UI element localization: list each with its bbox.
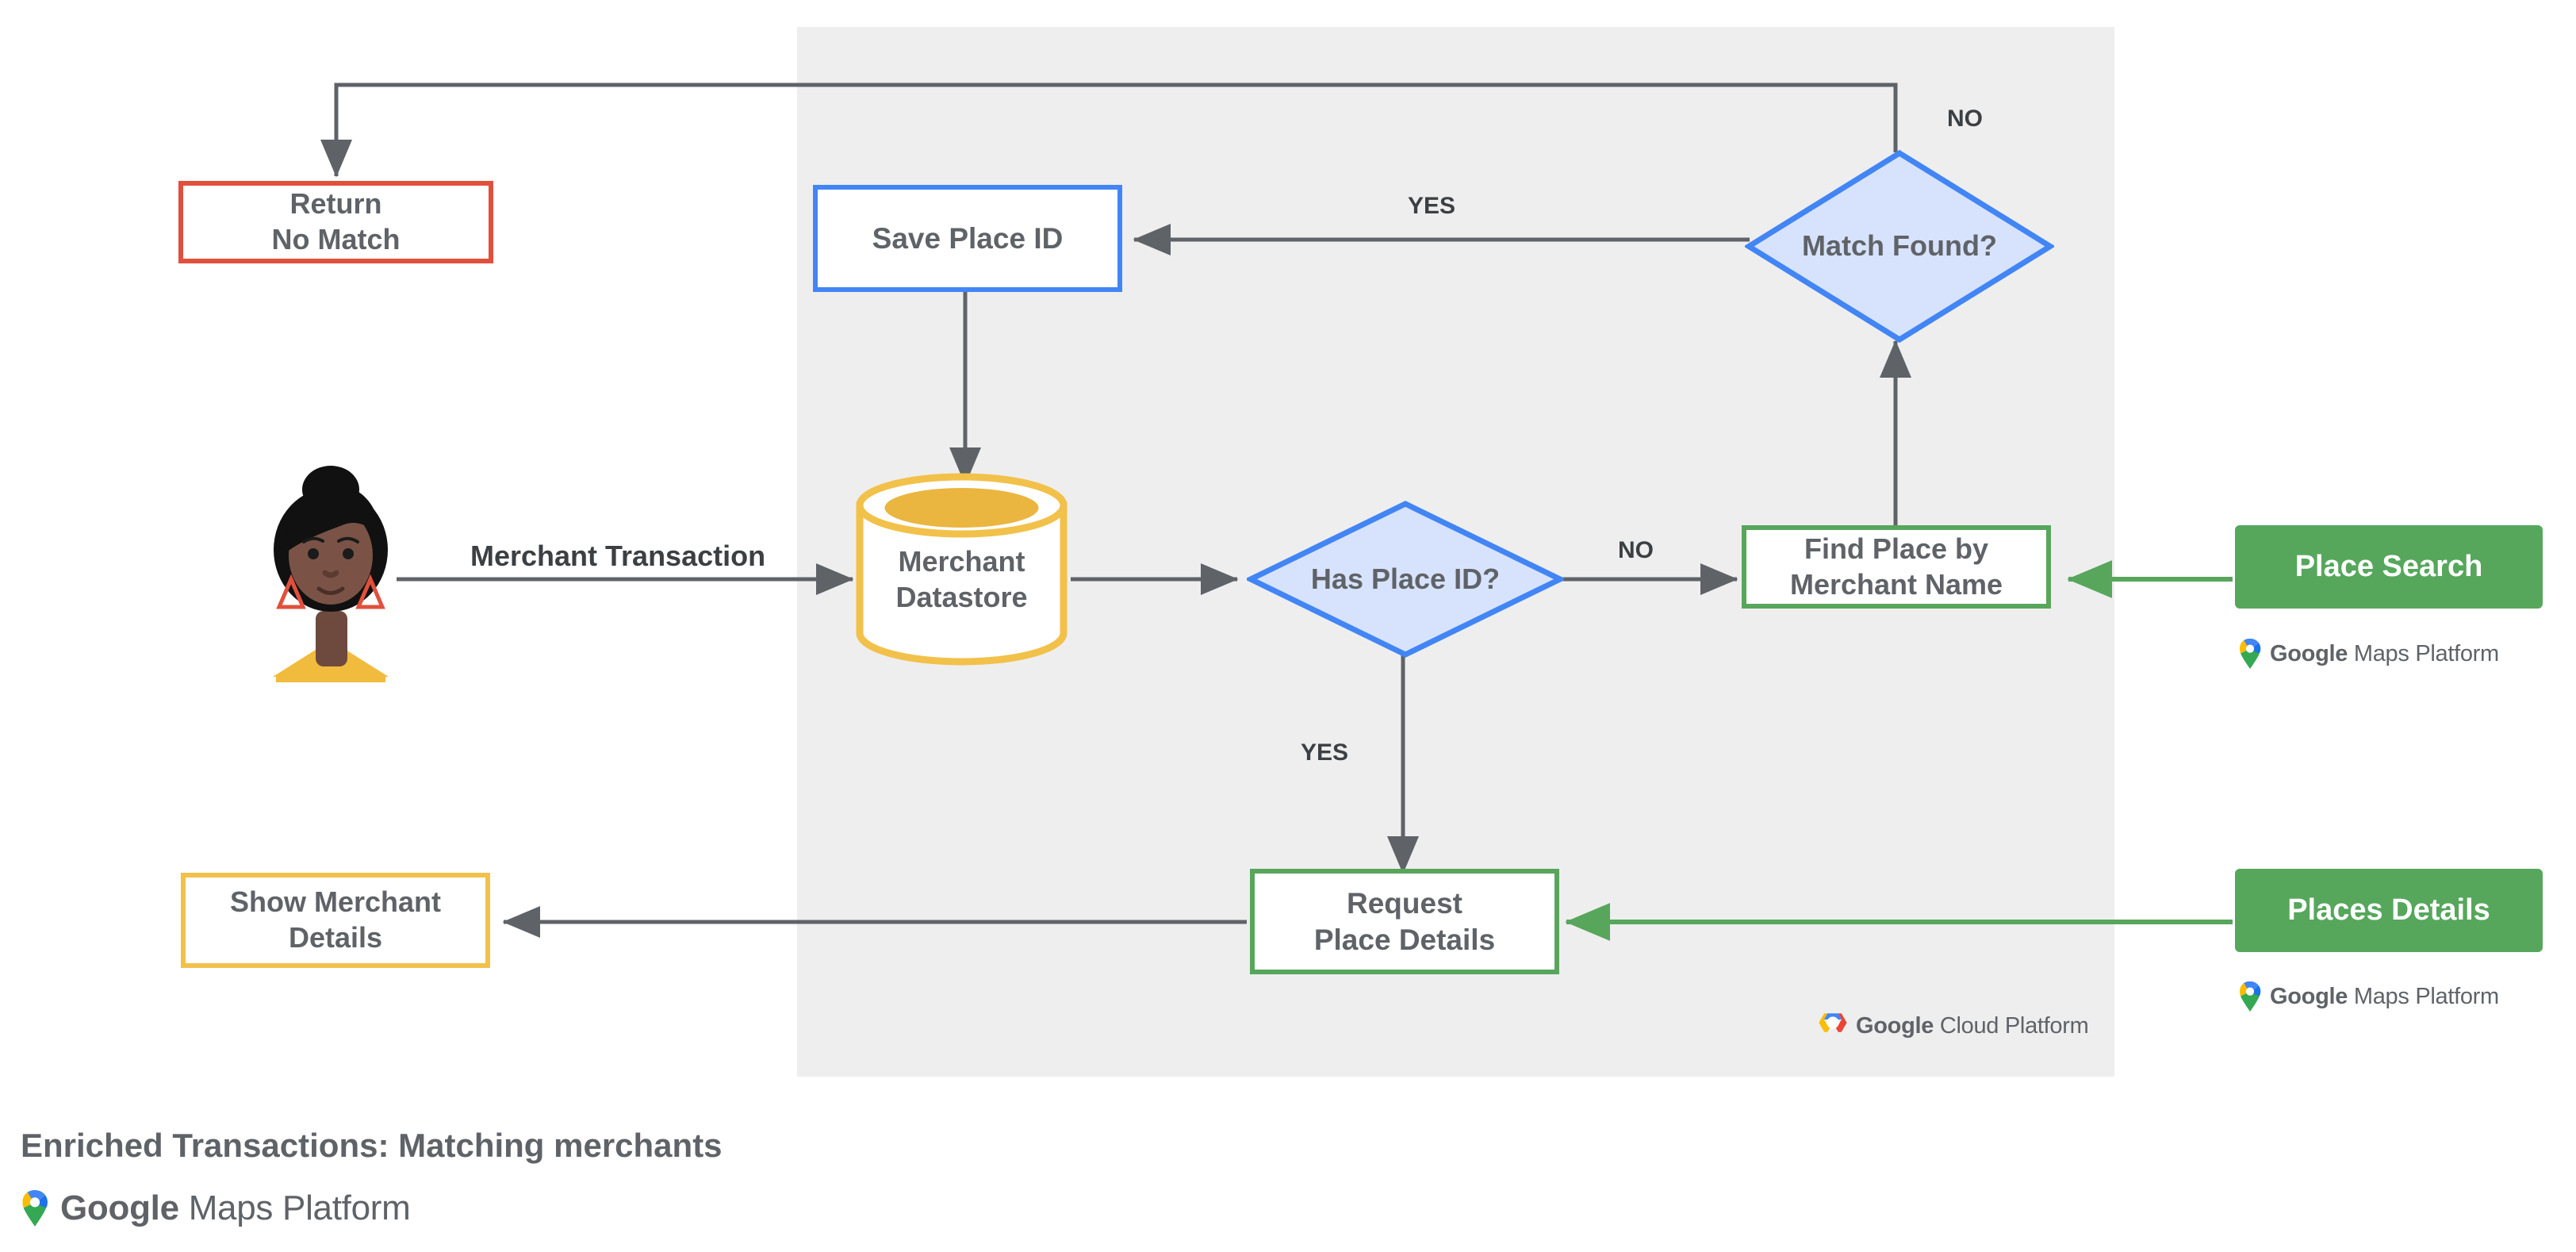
logo-text: Google Maps Platform	[2270, 641, 2499, 667]
maps-pin-icon	[2240, 639, 2261, 669]
edge-label-merchant-transaction: Merchant Transaction	[470, 540, 766, 572]
logo-text-light: Maps Platform	[2353, 640, 2499, 666]
maps-pin-icon	[2240, 981, 2261, 1012]
node-label-line: Merchant Name	[1789, 567, 2003, 601]
logo-text-bold: Google	[60, 1189, 179, 1227]
node-label-line: Find Place by	[1804, 532, 1989, 565]
node-label-line: Request	[1347, 886, 1462, 920]
google-maps-platform-logo-footer: Google Maps Platform	[21, 1189, 411, 1228]
api-chip-label: Place Search	[2294, 550, 2483, 583]
node-label-line: Place Details	[1313, 923, 1496, 956]
edge-label-match-found-no: NO	[1947, 106, 1983, 132]
logo-text-light: Maps Platform	[188, 1189, 411, 1227]
diamond-shape	[1745, 149, 2054, 344]
node-find-place-by-merchant-name[interactable]: Find Place by Merchant Name	[1742, 525, 2051, 609]
google-maps-platform-logo: Google Maps Platform	[2238, 981, 2499, 1012]
cylinder-shape	[856, 473, 1068, 666]
node-label: Merchant Datastore	[853, 472, 1071, 666]
maps-pin-icon	[22, 1190, 48, 1227]
node-return-no-match[interactable]: Return No Match	[178, 181, 493, 263]
node-show-merchant-details[interactable]: Show Merchant Details	[181, 873, 490, 968]
node-label-line: Details	[288, 921, 383, 954]
logo-text-bold: Google	[2270, 983, 2348, 1009]
api-chip-label: Places Details	[2287, 893, 2490, 927]
api-chip-place-search[interactable]: Place Search	[2235, 525, 2543, 609]
logo-text-bold: Google	[2270, 640, 2348, 666]
node-save-place-id[interactable]: Save Place ID	[813, 185, 1122, 292]
edge-label-has-place-id-no: NO	[1618, 537, 1654, 563]
node-label-line: Datastore	[895, 580, 1028, 613]
node-label-line: No Match	[271, 223, 401, 255]
merchant-customer-avatar	[262, 464, 401, 682]
node-merchant-datastore[interactable]: Merchant Datastore	[853, 472, 1071, 666]
node-match-found[interactable]: Match Found?	[1745, 149, 2054, 344]
api-chip-places-details[interactable]: Places Details	[2235, 869, 2543, 952]
logo-text-light: Maps Platform	[2353, 983, 2499, 1009]
avatar-illustration	[273, 466, 389, 682]
logo-text: Google Maps Platform	[60, 1189, 411, 1228]
logo-text: Google Maps Platform	[2270, 984, 2499, 1010]
diamond-shape	[1247, 501, 1564, 658]
node-label-line: Merchant	[898, 544, 1025, 578]
edge-label-match-found-yes: YES	[1408, 193, 1456, 219]
node-has-place-id[interactable]: Has Place ID?	[1247, 500, 1564, 659]
node-label-line: Show Merchant	[229, 885, 442, 919]
logo-text: Google Cloud Platform	[1856, 1012, 2089, 1039]
edge-label-has-place-id-yes: YES	[1301, 739, 1349, 766]
logo-text-bold: Google	[1856, 1012, 1934, 1039]
node-request-place-details[interactable]: Request Place Details	[1250, 869, 1559, 974]
cloud-hexagon-icon	[1819, 1013, 1847, 1032]
google-cloud-platform-logo: Google Cloud Platform	[1818, 1012, 2089, 1040]
node-label-line: Return	[289, 187, 382, 221]
node-label-line: Save Place ID	[872, 221, 1064, 255]
diagram-caption: Enriched Transactions: Matching merchant…	[21, 1127, 723, 1164]
logo-text-light: Cloud Platform	[1939, 1012, 2089, 1039]
google-maps-platform-logo: Google Maps Platform	[2238, 639, 2499, 669]
